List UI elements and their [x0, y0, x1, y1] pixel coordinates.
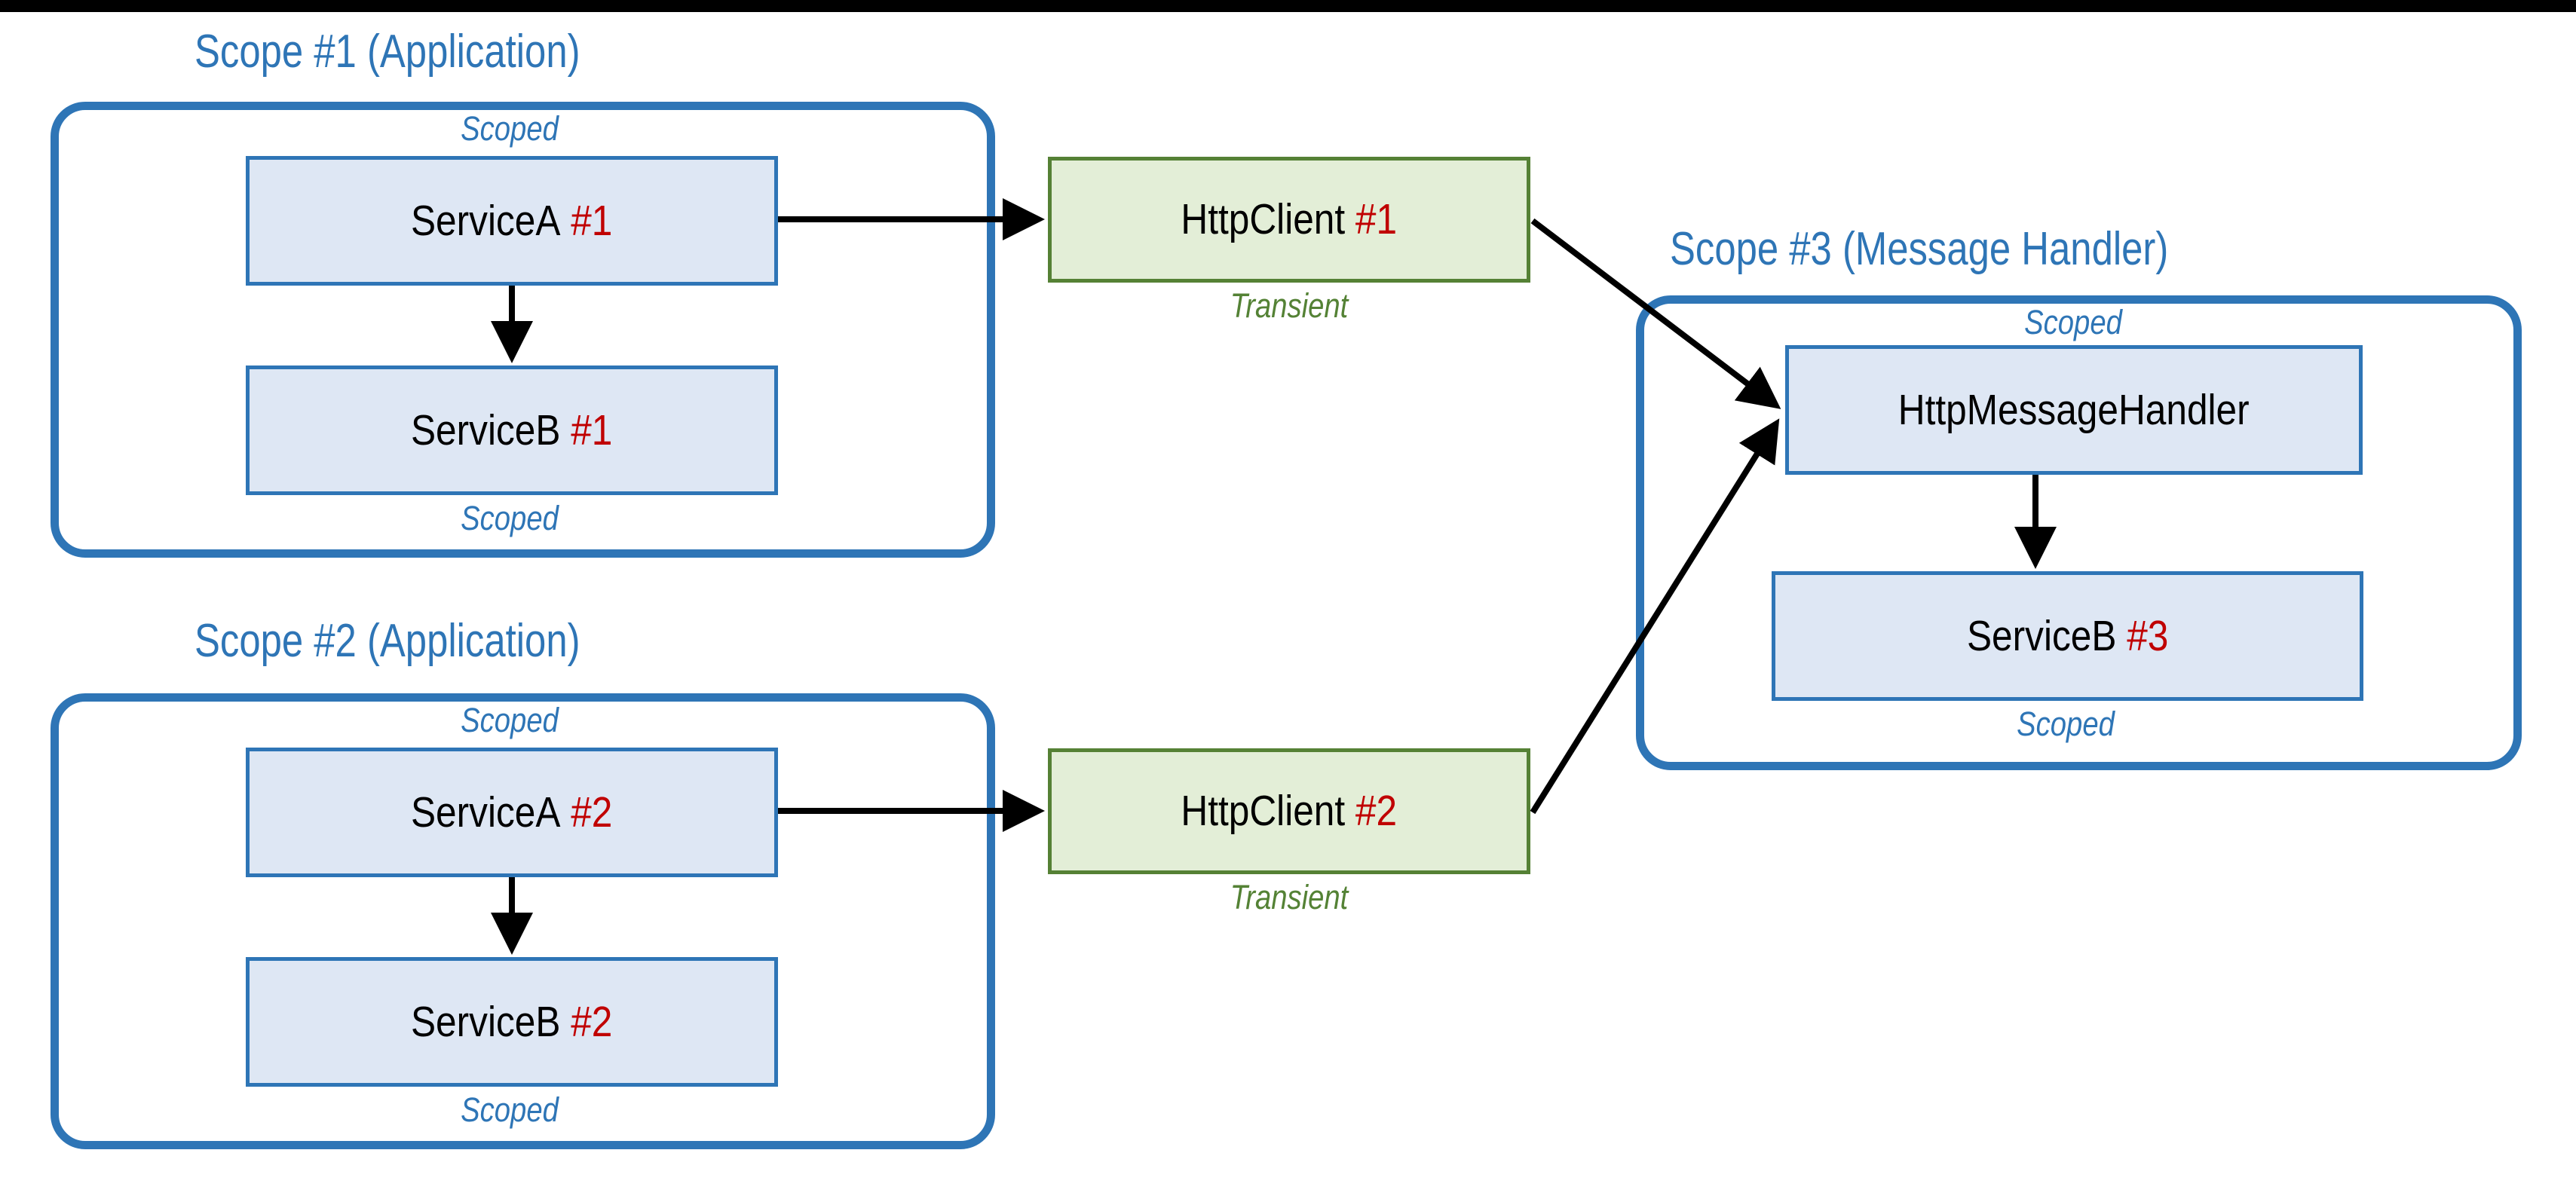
node-service-a-2-label: ServiceA #2 — [411, 788, 613, 837]
scope-2-bottom-lifetime-label: Scoped — [461, 1090, 559, 1129]
node-service-b-3-label: ServiceB #3 — [1966, 611, 2169, 660]
node-http-message-handler[interactable]: HttpMessageHandler — [1785, 345, 2363, 475]
scope-2-top-lifetime-label: Scoped — [461, 701, 559, 739]
node-service-b-2[interactable]: ServiceB #2 — [246, 957, 778, 1087]
node-service-b-1-label: ServiceB #1 — [411, 405, 613, 454]
scope-3-title: Scope #3 (Message Handler) — [1670, 223, 2169, 275]
node-http-client-1[interactable]: HttpClient #1 — [1048, 157, 1530, 283]
top-black-bar — [0, 0, 2576, 12]
node-service-a-1[interactable]: ServiceA #1 — [246, 156, 778, 286]
node-http-client-2-label: HttpClient #2 — [1181, 787, 1398, 835]
node-service-a-1-label: ServiceA #1 — [411, 196, 613, 245]
node-service-b-3[interactable]: ServiceB #3 — [1772, 571, 2363, 701]
scope-3-top-lifetime-label: Scoped — [2024, 303, 2122, 341]
node-service-b-2-label: ServiceB #2 — [411, 997, 613, 1046]
node-service-a-2[interactable]: ServiceA #2 — [246, 748, 778, 877]
node-http-message-handler-label: HttpMessageHandler — [1898, 385, 2250, 434]
scope-2-title: Scope #2 (Application) — [195, 615, 580, 667]
scope-2-container — [51, 693, 995, 1149]
node-service-b-1[interactable]: ServiceB #1 — [246, 365, 778, 495]
scope-3-bottom-lifetime-label: Scoped — [2017, 705, 2115, 743]
http-client-1-lifetime-label: Transient — [1230, 286, 1349, 325]
http-client-2-lifetime-label: Transient — [1230, 878, 1349, 916]
scope-1-bottom-lifetime-label: Scoped — [461, 499, 559, 537]
node-http-client-2[interactable]: HttpClient #2 — [1048, 748, 1530, 874]
scope-1-container — [51, 102, 995, 558]
node-http-client-1-label: HttpClient #1 — [1181, 195, 1398, 243]
scope-1-top-lifetime-label: Scoped — [461, 109, 559, 148]
scope-1-title: Scope #1 (Application) — [195, 26, 580, 78]
